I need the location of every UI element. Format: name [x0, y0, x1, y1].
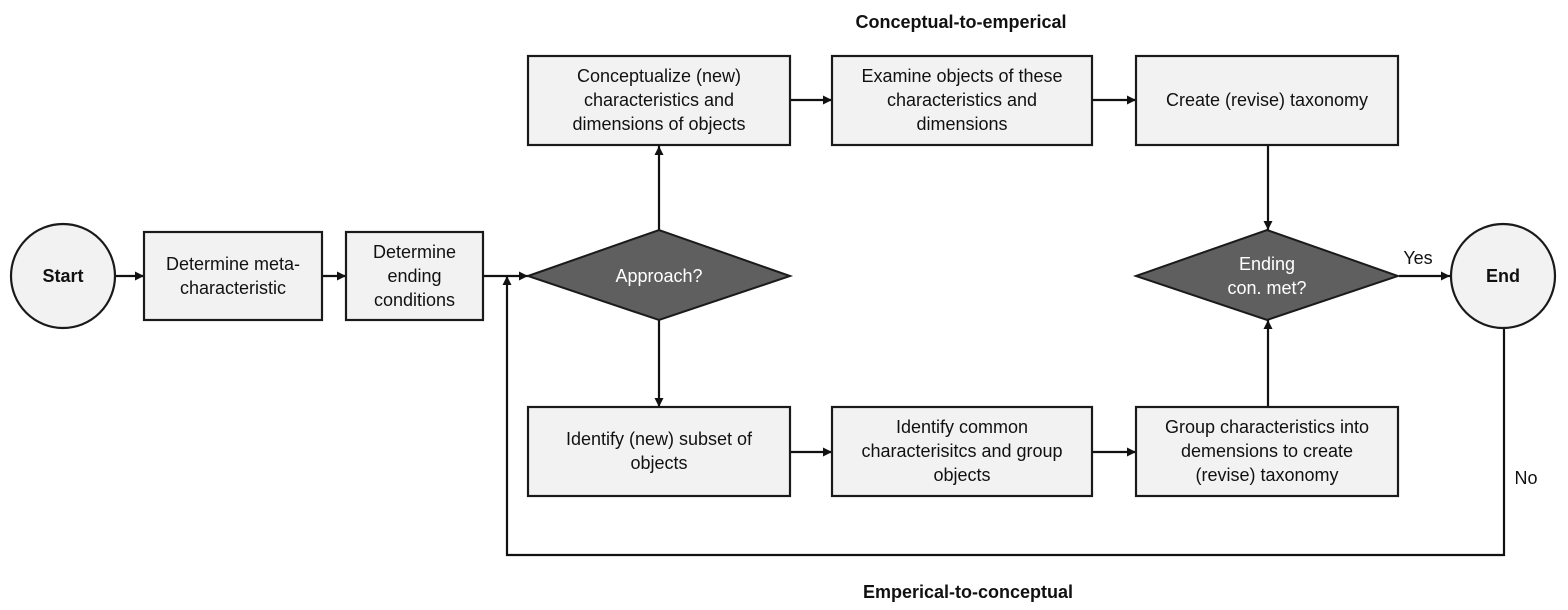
node-label-line: Examine objects of these [861, 66, 1062, 86]
ending-condition-decision: Ending con. met? [1132, 228, 1402, 322]
edge-label-yes: Yes [1403, 248, 1432, 268]
svg-text:Determine meta-characteristic: Determine meta-characteristic [166, 254, 300, 298]
node-label-line: Identify (new) subset of [566, 429, 753, 449]
node-label-line: dimensions of objects [572, 114, 745, 134]
node-label-line: conditions [374, 290, 455, 310]
node-label-line: characteristics and [584, 90, 734, 110]
connectors [116, 95, 1506, 557]
approach-decision: Approach? [524, 228, 794, 322]
node-label-line: demensions to create [1181, 441, 1353, 461]
svg-text:Start: Start [42, 266, 83, 286]
node-label-line: characteristics and [887, 90, 1037, 110]
node-label-line: objects [630, 453, 687, 473]
examine-objects-box: Examine objects of these characteristics … [830, 54, 1094, 147]
create-taxonomy-box: Create (revise) taxonomy [1134, 54, 1400, 147]
svg-text:Create (revise) taxonomy: Create (revise) taxonomy [1166, 90, 1368, 110]
node-label-line: Conceptualize (new) [577, 66, 741, 86]
node-label-line: characterisitcs and group [861, 441, 1062, 461]
node-label-line: Determine meta- [166, 254, 300, 274]
node-label-line: Create (revise) taxonomy [1166, 90, 1368, 110]
section-label-empirical-to-conceptual: Emperical-to-conceptual [863, 582, 1073, 602]
determine-meta-characteristic-box: Determine meta-characteristic [142, 230, 324, 322]
node-label-line: Approach? [615, 266, 702, 286]
node-label-line: dimensions [916, 114, 1007, 134]
node-label-line: Identify common [896, 417, 1028, 437]
end-node: End [1449, 222, 1557, 330]
svg-text:Conceptualize (new)characteris: Conceptualize (new) characteristics and di… [572, 66, 745, 134]
group-characteristics-box: Group characteristics into demensions to … [1134, 405, 1400, 498]
edge-label-no: No [1514, 468, 1537, 488]
svg-text:Approach?: Approach? [615, 266, 702, 286]
node-label-line: characteristic [180, 278, 286, 298]
conceptualize-box: Conceptualize (new) characteristics and di… [526, 54, 792, 147]
node-label-line: objects [933, 465, 990, 485]
node-label-line: Determine [373, 242, 456, 262]
node-label-line: ending [387, 266, 441, 286]
arrow-end-loop-back [502, 276, 1506, 557]
identify-common-box: Identify common characterisitcs and group… [830, 405, 1094, 498]
node-label-line: End [1486, 266, 1520, 286]
start-node: Start [9, 222, 117, 330]
node-label-line: con. met? [1227, 278, 1306, 298]
node-label-line: Ending [1239, 254, 1295, 274]
node-label-line: (revise) taxonomy [1195, 465, 1338, 485]
determine-ending-conditions-box: Determine ending conditions [344, 230, 485, 322]
identify-subset-box: Identify (new) subset of objects [526, 405, 792, 498]
node-label-line: Start [42, 266, 83, 286]
svg-text:End: End [1486, 266, 1520, 286]
section-label-conceptual-to-empirical: Conceptual-to-emperical [855, 12, 1066, 32]
node-label-line: Group characteristics into [1165, 417, 1369, 437]
